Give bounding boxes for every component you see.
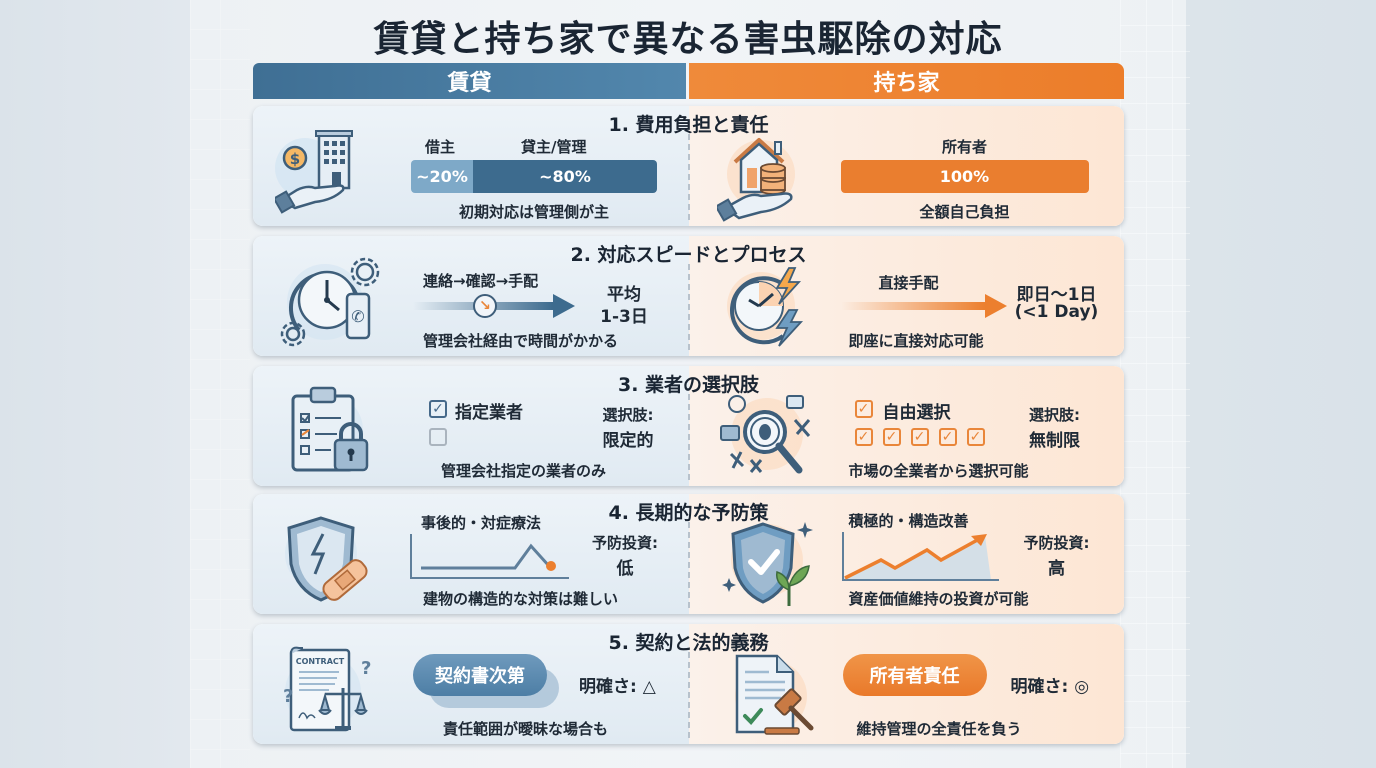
clock-lightning-icon <box>726 267 803 347</box>
rent-process-steps: 連絡→確認→手配 <box>423 272 539 290</box>
column-divider <box>688 522 690 608</box>
svg-text:✆: ✆ <box>351 307 364 326</box>
own-cell: 積極的・構造改善 予防投資: 高 資産価値維持の投資が可能 <box>688 494 1124 614</box>
row-title: 2. 対応スピードとプロセス <box>570 244 807 266</box>
document-gavel-icon <box>734 654 813 735</box>
rent-approach: 事後的・対症療法 <box>421 514 542 532</box>
cost-share-bar: ~20% ~80% <box>411 160 657 193</box>
column-divider <box>688 264 690 350</box>
row-vendor-choice: 3. 業者の選択肢 ✓ 指定業者 選択肢: 限定的 管理会社指定の業者のみ <box>253 366 1124 486</box>
magnifier-bug-tools-icon <box>719 395 810 474</box>
rent-cell: ✓ 指定業者 選択肢: 限定的 管理会社指定の業者のみ <box>253 366 689 486</box>
rent-cell: 事後的・対症療法 予防投資: 低 建物の構造的な対策は難しい <box>253 494 689 614</box>
row-cost-responsibility: 1. 費用負担と責任 $ 借主 貸主/管理 ~20% ~80% 初期対応は管理側… <box>253 106 1124 226</box>
hand-building-money-icon: $ <box>275 130 353 214</box>
rent-note: 建物の構造的な対策は難しい <box>423 590 619 608</box>
owner-share-bar: 100% <box>840 160 1089 193</box>
hand-house-coins-icon <box>716 138 795 222</box>
rent-note: 初期対応は管理側が主 <box>458 203 609 221</box>
rent-cell: $ 借主 貸主/管理 ~20% ~80% 初期対応は管理側が主 <box>253 106 689 226</box>
invest-value: 低 <box>616 559 634 579</box>
landlord-share-segment: ~80% <box>473 160 657 193</box>
invest-label: 予防投資: <box>592 534 658 552</box>
arrow-head-icon <box>984 294 1007 318</box>
rent-avg-days: 1-3日 <box>600 307 648 327</box>
clipboard-lock-icon <box>291 386 369 472</box>
free-choice-label: 自由選択 <box>882 403 951 423</box>
own-cell: ✓ 自由選択 ✓ ✓ ✓ ✓ ✓ 選択肢: 無制限 市場の全業者から選択可能 <box>688 366 1124 486</box>
svg-text:?: ? <box>361 658 371 679</box>
free-choice-checkbox: ✓ <box>854 400 873 418</box>
owner-label: 所有者 <box>941 138 987 156</box>
owner-responsibility-bubble: 所有者責任 <box>842 654 987 696</box>
delay-indicator-icon: ↘ <box>473 294 497 318</box>
vendor-checkbox-3: ✓ <box>910 428 929 446</box>
own-note: 維持管理の全責任を負う <box>856 720 1022 738</box>
own-note: 即座に直接対応可能 <box>848 332 984 350</box>
rent-note: 管理会社指定の業者のみ <box>441 462 607 480</box>
clarity-rating: 明確さ: △ <box>579 677 656 697</box>
clarity-rating: 明確さ: ◎ <box>1010 677 1090 697</box>
own-note: 資産価値維持の投資が可能 <box>848 590 1029 608</box>
designated-vendor-label: 指定業者 <box>455 403 523 423</box>
invest-label: 予防投資: <box>1023 534 1090 552</box>
row-title: 5. 契約と法的義務 <box>608 632 769 654</box>
shield-check-sprout-icon <box>721 522 813 606</box>
column-header-rent: 賃貸 <box>253 63 686 99</box>
clock-gears-phone-icon: ✆ <box>280 257 380 347</box>
own-speed-label: 即日～1日 <box>1016 285 1097 305</box>
tenant-share-segment: ~20% <box>411 160 473 193</box>
designated-vendor-checkbox: ✓ <box>429 400 447 418</box>
own-cell: 所有者責任 明確さ: ◎ 維持管理の全責任を負う <box>688 624 1124 744</box>
rent-note: 管理会社経由で時間がかかる <box>423 332 619 350</box>
column-divider <box>688 134 690 220</box>
empty-checkbox <box>429 428 447 446</box>
vendor-checkbox-1: ✓ <box>854 428 873 446</box>
own-note: 全額自己負担 <box>919 203 1010 221</box>
vendor-checkbox-5: ✓ <box>966 428 985 446</box>
svg-text:$: $ <box>290 150 300 168</box>
tenant-label: 借主 <box>425 138 456 156</box>
choice-value: 無制限 <box>1029 431 1080 451</box>
rent-avg-label: 平均 <box>607 285 641 305</box>
cracked-shield-bandage-icon <box>285 516 368 602</box>
rent-cell: CONTRACT ? ? 契約書次第 明確さ: △ 責任範囲が曖昧な場合も <box>253 624 689 744</box>
own-cell: 直接手配 即日～1日 (<1 Day) 即座に直接対応可能 <box>688 236 1124 356</box>
invest-value: 高 <box>1048 559 1065 579</box>
own-cell: 所有者 100% 全額自己負担 <box>688 106 1124 226</box>
background-grid-right <box>1120 0 1190 768</box>
row-speed-process: 2. 対応スピードとプロセス ✆ 連絡→確認→手配 ↘ 平均 1-3日 管理会社… <box>253 236 1124 356</box>
owner-share-segment: 100% <box>840 160 1089 193</box>
row-long-term-prevention: 4. 長期的な予防策 事後的・対症療法 予防投資: 低 建物の構造的な対策は難し… <box>253 494 1124 614</box>
proactive-growth-chart <box>841 532 999 581</box>
contract-text: CONTRACT <box>296 657 345 666</box>
own-speed-days: (<1 Day) <box>1014 302 1099 322</box>
contract-scales-icon: CONTRACT ? ? <box>283 646 371 732</box>
own-process: 直接手配 <box>878 274 939 292</box>
row-title: 1. 費用負担と責任 <box>608 114 769 136</box>
row-title: 4. 長期的な予防策 <box>608 502 769 524</box>
background-grid-left <box>190 0 250 768</box>
rent-note: 責任範囲が曖昧な場合も <box>443 720 609 738</box>
column-header-own: 持ち家 <box>689 63 1124 99</box>
reactive-trend-chart <box>410 534 569 579</box>
choice-value: 限定的 <box>602 431 654 451</box>
process-arrow <box>840 302 985 310</box>
svg-text:?: ? <box>283 686 293 707</box>
vendor-checkbox-4: ✓ <box>938 428 957 446</box>
own-note: 市場の全業者から選択可能 <box>848 462 1029 480</box>
column-divider <box>688 394 690 480</box>
vendor-checkbox-2: ✓ <box>882 428 901 446</box>
page-title: 賃貸と持ち家で異なる害虫駆除の対応 <box>373 19 1003 60</box>
arrow-head-icon <box>553 294 575 318</box>
column-divider <box>688 652 690 738</box>
choice-label: 選択肢: <box>602 406 654 424</box>
row-contract-legal: 5. 契約と法的義務 CONTRACT ? ? 契約書次第 明確さ: △ 責任範… <box>253 624 1124 744</box>
rent-cell: ✆ 連絡→確認→手配 ↘ 平均 1-3日 管理会社経由で時間がかかる <box>253 236 689 356</box>
landlord-label: 貸主/管理 <box>521 138 587 156</box>
own-approach: 積極的・構造改善 <box>848 512 969 530</box>
contract-dependent-bubble: 契約書次第 <box>413 654 547 696</box>
choice-label: 選択肢: <box>1029 406 1080 424</box>
row-title: 3. 業者の選択肢 <box>617 374 760 396</box>
